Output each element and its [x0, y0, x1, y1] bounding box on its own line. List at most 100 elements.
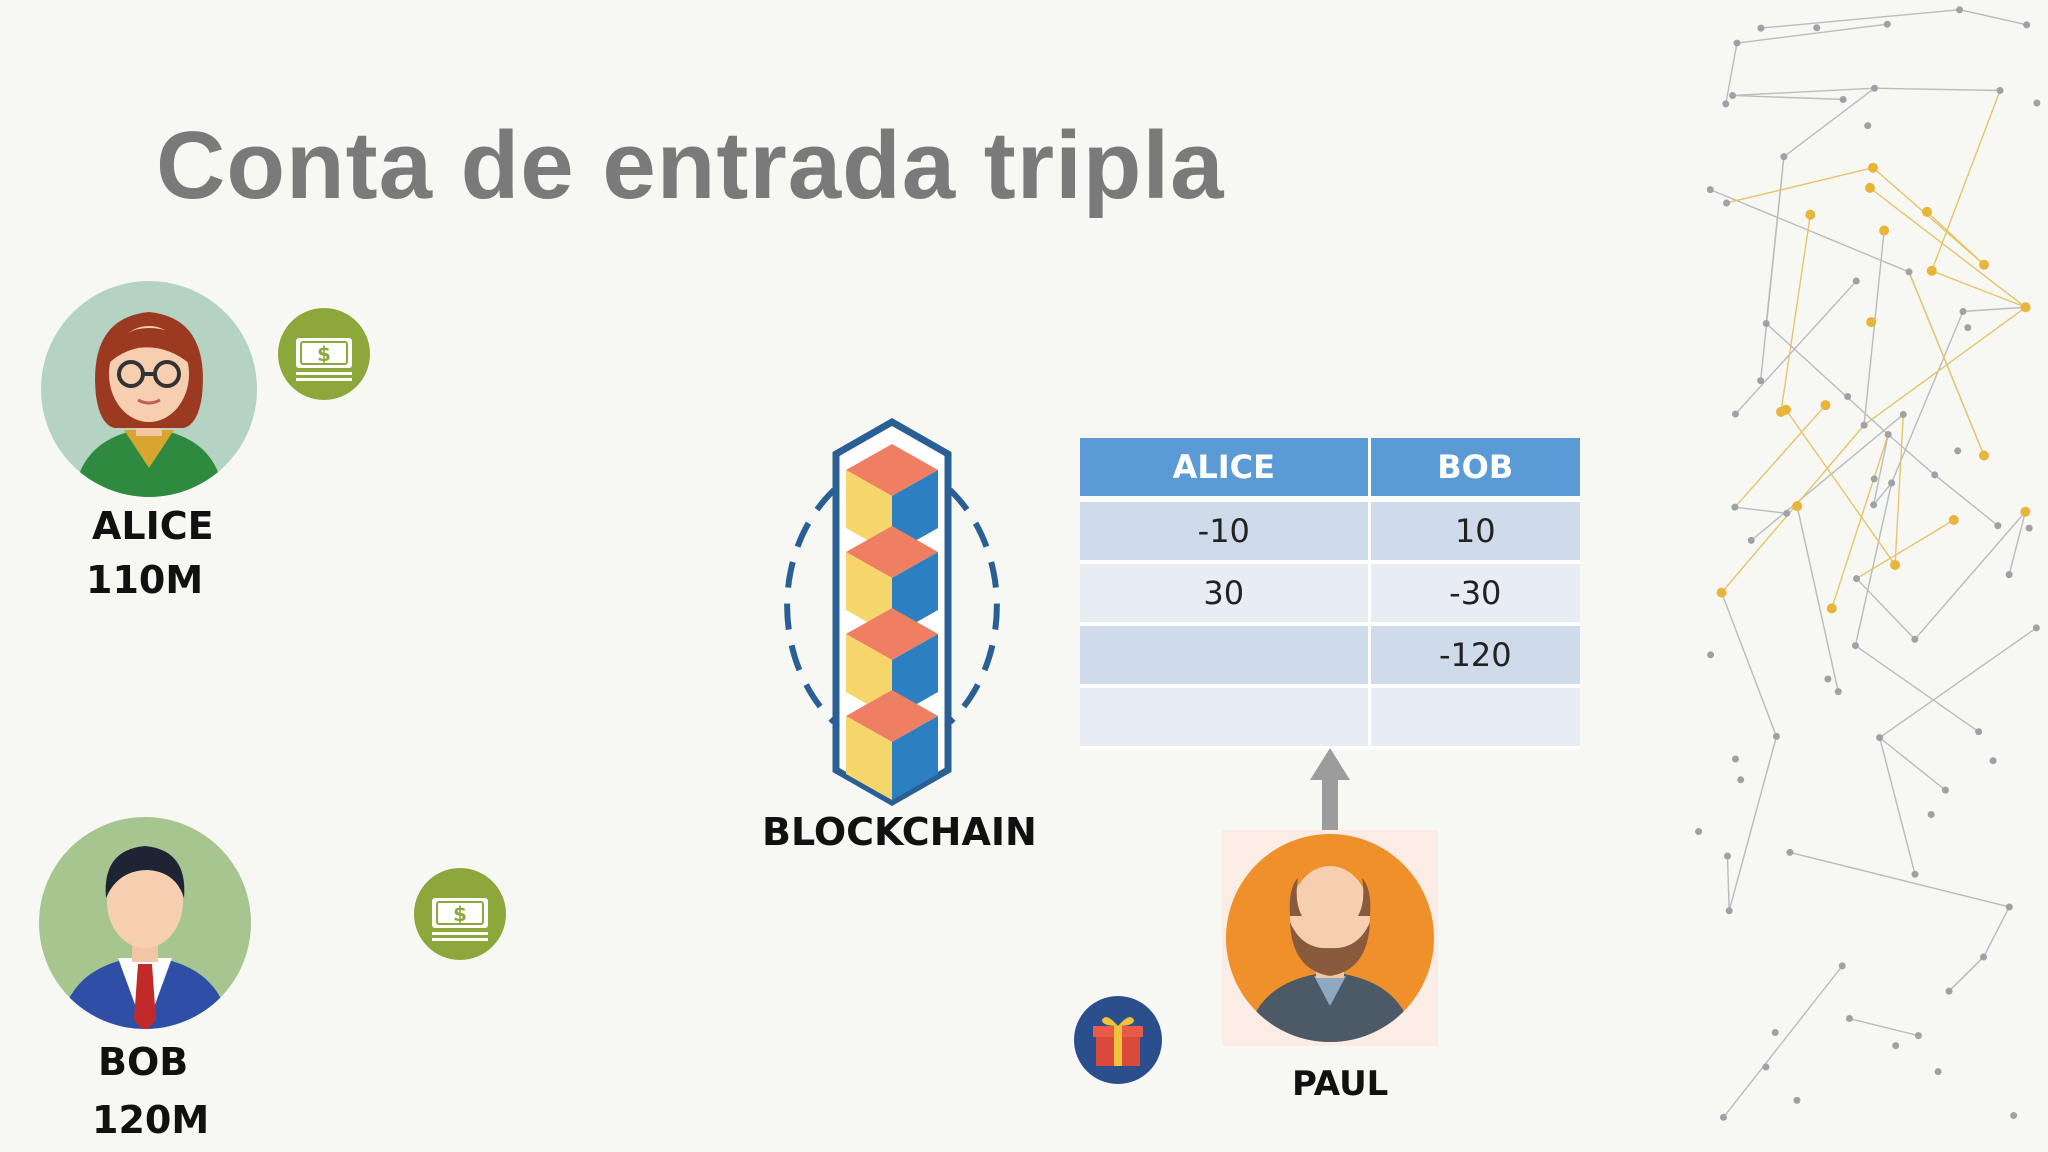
network-line: [1780, 214, 1812, 412]
network-node: [2032, 624, 2040, 632]
network-node: [1860, 421, 1868, 429]
network-line: [1783, 87, 1875, 158]
network-node: [1725, 907, 1733, 915]
network-line: [1931, 90, 2001, 272]
network-line: [1962, 306, 2026, 313]
alice-name: ALICE: [92, 504, 214, 548]
network-node: [1733, 39, 1741, 47]
bob-name: BOB: [98, 1040, 189, 1084]
table-row: [1080, 688, 1580, 750]
network-node: [1890, 559, 1901, 570]
network-node: [1762, 1063, 1770, 1071]
network-node: [1871, 84, 1879, 92]
bob-avatar: [36, 814, 254, 1032]
table-row: 30 -30: [1080, 564, 1580, 626]
network-node: [1813, 24, 1821, 32]
network-node: [1824, 675, 1832, 683]
network-node: [1996, 86, 2004, 94]
network-node: [1980, 953, 1988, 961]
network-node: [1839, 95, 1847, 103]
network-node: [1731, 755, 1739, 763]
network-node: [1921, 206, 1932, 217]
network-line: [2008, 511, 2027, 575]
network-line: [1869, 187, 2027, 308]
ledger-table: ALICE BOB -10 10 30 -30 -120: [1080, 438, 1580, 750]
gift-icon: [1072, 994, 1164, 1086]
network-line: [1725, 42, 1738, 105]
network-node: [2005, 571, 2013, 579]
network-node: [1707, 651, 1715, 659]
network-line: [1863, 230, 1885, 426]
network-line: [1894, 414, 1905, 565]
network-node: [1888, 479, 1896, 487]
network-node: [1883, 20, 1891, 28]
network-line: [1879, 737, 1946, 791]
network-node: [1979, 259, 1990, 270]
ledger-header-bob: BOB: [1370, 438, 1580, 502]
network-line: [1736, 23, 1888, 44]
network-node: [1866, 317, 1877, 328]
network-node: [1731, 410, 1739, 418]
network-line: [1887, 434, 1936, 476]
network-node: [1783, 509, 1791, 517]
network-line: [1734, 404, 1827, 508]
network-node: [2020, 302, 2031, 313]
network-node: [1899, 410, 1907, 418]
blockchain-icon: [752, 414, 1032, 815]
network-node: [1719, 1113, 1727, 1121]
network-node: [1805, 209, 1816, 220]
network-line: [1785, 409, 1896, 566]
network-line: [1732, 94, 1844, 101]
bob-balance: 120M: [92, 1098, 210, 1142]
network-background: [1695, 6, 2041, 1121]
network-line: [1959, 9, 2027, 26]
network-node: [1851, 642, 1859, 650]
network-node: [1844, 392, 1852, 400]
network-node: [1941, 786, 1949, 794]
network-line: [1908, 271, 1985, 456]
network-line: [1890, 311, 1964, 484]
network-line: [1982, 906, 2010, 958]
network-line: [1872, 434, 1889, 506]
network-node: [1716, 587, 1727, 598]
network-node: [1870, 501, 1878, 509]
network-node: [1975, 728, 1983, 736]
network-line: [1721, 424, 1865, 594]
network-line: [1765, 322, 1889, 436]
network-node: [1879, 225, 1890, 236]
network-node: [1786, 848, 1794, 856]
network-line: [1878, 737, 1916, 875]
network-node: [1723, 199, 1731, 207]
network-node: [1737, 776, 1745, 784]
network-line: [1863, 306, 2027, 426]
network-node: [1771, 1028, 1779, 1036]
network-node: [1853, 575, 1861, 583]
network-node: [1911, 870, 1919, 878]
network-node: [1927, 811, 1935, 819]
network-line: [1948, 956, 1985, 992]
network-node: [2020, 506, 2031, 517]
network-node: [1731, 503, 1739, 511]
network-node: [1926, 265, 1937, 276]
network-node: [1954, 447, 1962, 455]
network-node: [1864, 182, 1875, 193]
network-node: [1834, 688, 1842, 696]
network-node: [1914, 1032, 1922, 1040]
network-node: [2023, 21, 2031, 29]
network-line: [1934, 474, 1999, 527]
money-icon: $: [412, 866, 508, 962]
network-node: [1695, 828, 1703, 836]
network-line: [1831, 434, 1889, 609]
network-node: [1964, 324, 1972, 332]
svg-text:$: $: [317, 342, 331, 366]
network-node: [1868, 162, 1879, 173]
ledger-cell: -30: [1370, 564, 1580, 626]
table-row: -120: [1080, 626, 1580, 688]
network-line: [1722, 965, 1843, 1118]
network-line: [1734, 506, 1787, 515]
network-line: [1760, 9, 1960, 29]
network-node: [1757, 377, 1765, 385]
network-node: [1772, 732, 1780, 740]
network-node: [1826, 603, 1837, 614]
network-node: [1905, 268, 1913, 276]
